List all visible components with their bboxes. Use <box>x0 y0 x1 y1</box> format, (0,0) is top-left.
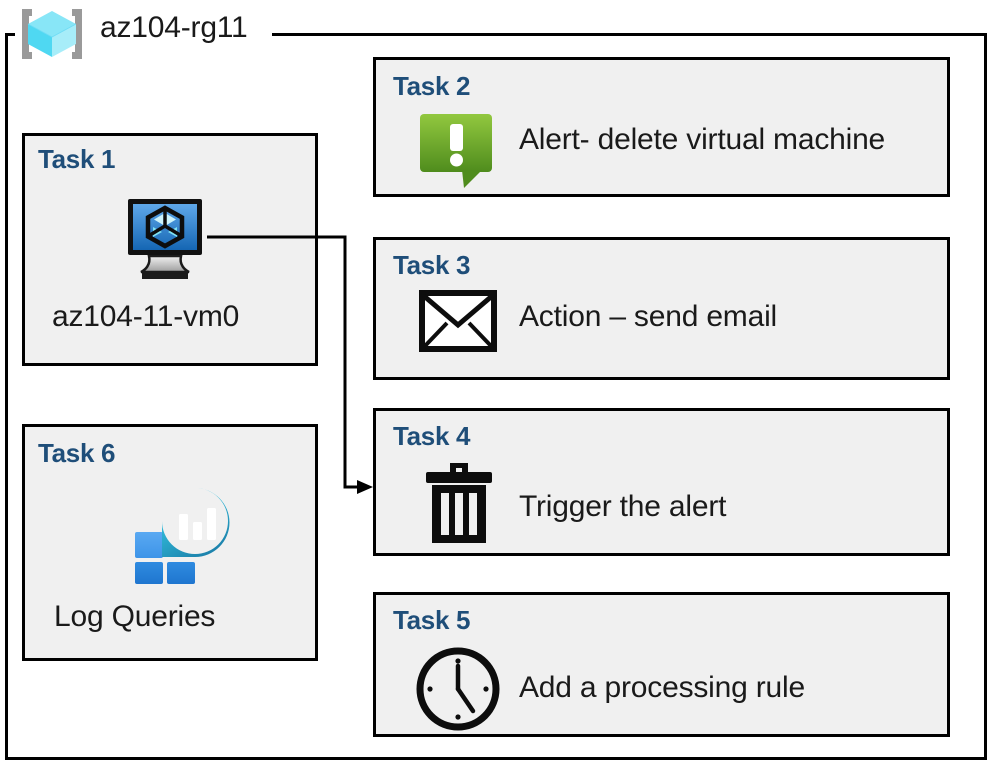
resource-group-border-top-right <box>272 33 987 36</box>
task-text-task4: Trigger the alert <box>519 490 727 523</box>
clock-icon <box>415 646 501 732</box>
task-title-task2: Task 2 <box>393 71 471 101</box>
task-text-task5: Add a processing rule <box>519 671 805 704</box>
task-card-task5[interactable] <box>373 592 950 737</box>
task-title-task3: Task 3 <box>393 250 471 280</box>
task-title-task1: Task 1 <box>38 144 116 174</box>
resource-group-border-top-left-stub <box>5 33 15 36</box>
task-title-task5: Task 5 <box>393 605 471 635</box>
resource-group-border-left <box>5 33 8 760</box>
trash-can-icon <box>424 461 494 545</box>
task-text-task3: Action – send email <box>519 300 778 333</box>
resource-group-border-bottom <box>5 757 987 760</box>
task-title-task4: Task 4 <box>393 421 471 451</box>
task-text-task2: Alert- delete virtual machine <box>519 123 886 156</box>
task-text-task6: Log Queries <box>54 600 216 633</box>
log-analytics-icon <box>127 486 239 584</box>
resource-group-border-right <box>984 33 987 760</box>
task-title-task6: Task 6 <box>38 438 116 468</box>
alert-bubble-icon <box>418 112 498 188</box>
resource-group-label: az104-rg11 <box>100 11 248 44</box>
envelope-icon <box>419 290 497 352</box>
azure-resource-group-icon <box>14 5 90 63</box>
task-text-task1: az104-11-vm0 <box>52 300 240 333</box>
virtual-machine-icon <box>119 196 211 280</box>
